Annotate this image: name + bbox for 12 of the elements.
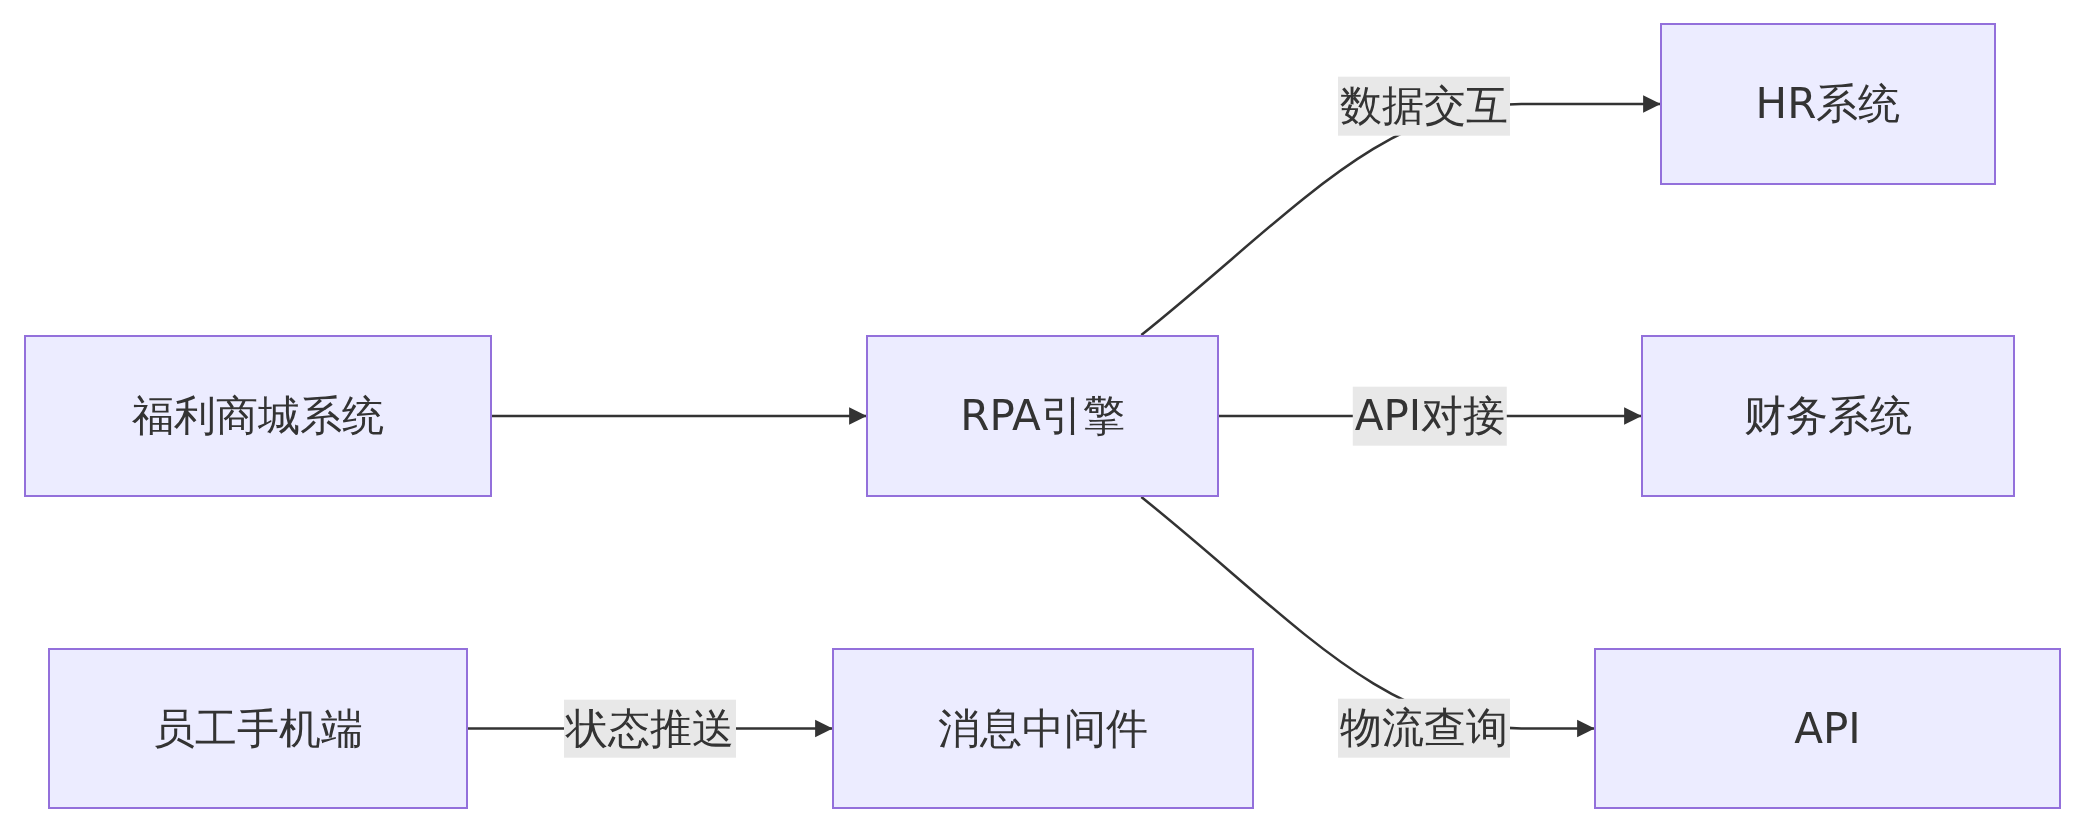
process-box: 员工手机端 (48, 648, 468, 809)
process-box: 福利商城系统 (24, 335, 492, 497)
arrow (492, 407, 867, 425)
process-box: API (1594, 648, 2061, 809)
edge-label: 状态推送 (564, 699, 736, 758)
process-box: RPA引擎 (866, 335, 1219, 497)
edge-label: 数据交互 (1338, 76, 1510, 136)
process-box: HR系统 (1660, 23, 1996, 185)
edge-label: API对接 (1352, 386, 1508, 446)
process-box: 财务系统 (1641, 335, 2015, 497)
edge-label: 物流查询 (1338, 698, 1510, 758)
process-box: 消息中间件 (832, 648, 1254, 809)
